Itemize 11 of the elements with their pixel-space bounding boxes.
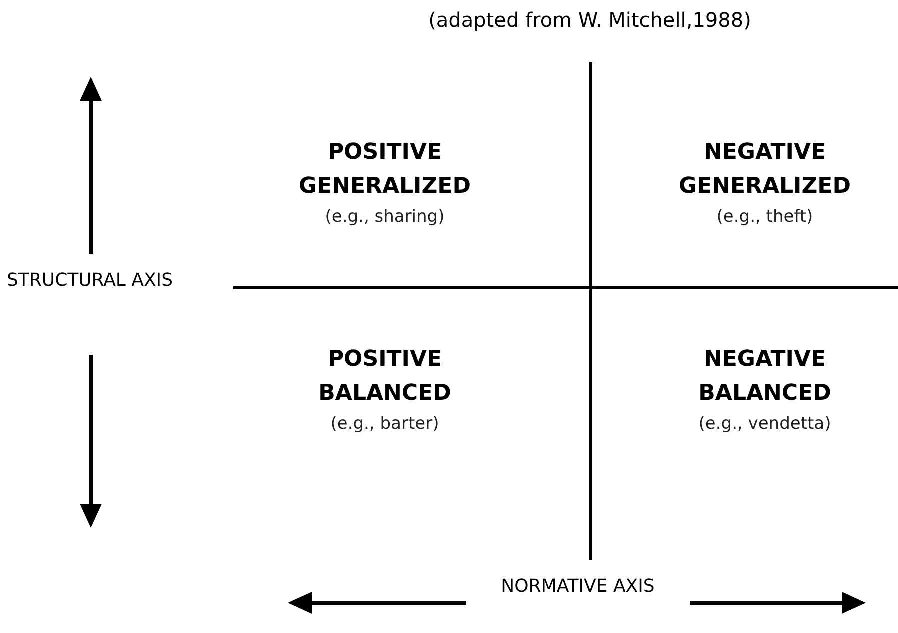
quadrant-heading: POSITIVE BALANCED (318, 346, 452, 408)
title: (adapted from W. Mitchell,1988) (428, 7, 752, 34)
quadrant-heading: NEGATIVE GENERALIZED (678, 139, 852, 201)
quadrant-heading: POSITIVE GENERALIZED (298, 139, 472, 201)
axis-label: NORMATIVE AXIS (500, 575, 656, 599)
quadrant-heading: NEGATIVE BALANCED (698, 346, 832, 408)
quadrant-example: (e.g., sharing) (324, 206, 446, 228)
quadrant-example: (e.g., theft) (716, 206, 814, 228)
quadrant-example: (e.g., vendetta) (698, 413, 832, 435)
quadrant-example: (e.g., barter) (330, 413, 440, 435)
axis-label: STRUCTURAL AXIS (6, 269, 174, 293)
